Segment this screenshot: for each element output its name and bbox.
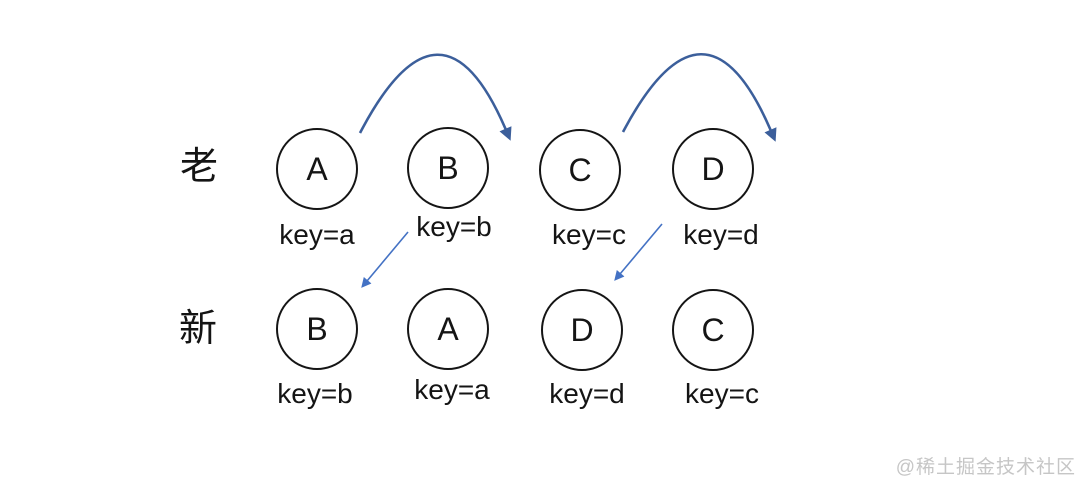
old-node-c-letter: C (568, 152, 592, 188)
old-key-d: key=d (683, 219, 759, 250)
old-node-c: C (539, 129, 621, 211)
new-key-a: key=a (414, 374, 490, 405)
old-row-label: 老 (179, 146, 218, 188)
old-node-d: D (672, 128, 754, 210)
new-node-a: A (407, 288, 489, 370)
old-key-b: key=b (416, 211, 492, 242)
new-node-c-letter: C (701, 312, 725, 348)
new-key-b: key=b (277, 378, 353, 409)
new-node-b: B (276, 288, 358, 370)
new-node-b-letter: B (306, 311, 328, 347)
old-key-c: key=c (552, 219, 626, 250)
new-node-d-letter: D (570, 312, 594, 348)
arc-arrow-a-after-b (358, 53, 512, 141)
new-node-a-letter: A (437, 311, 459, 347)
new-node-c: C (672, 289, 754, 371)
new-key-d: key=d (549, 378, 625, 409)
old-node-d-letter: D (701, 151, 725, 187)
old-node-a: A (276, 128, 358, 210)
old-node-b-letter: B (437, 150, 459, 186)
old-node-a-letter: A (306, 151, 328, 187)
arc-arrow-c-after-d (621, 53, 777, 142)
new-row-label: 新 (178, 308, 217, 350)
new-node-d: D (541, 289, 623, 371)
old-key-a: key=a (279, 219, 355, 250)
old-node-b: B (407, 127, 489, 209)
watermark: @稀土掘金技术社区 (895, 457, 1076, 478)
new-key-c: key=c (685, 378, 759, 409)
